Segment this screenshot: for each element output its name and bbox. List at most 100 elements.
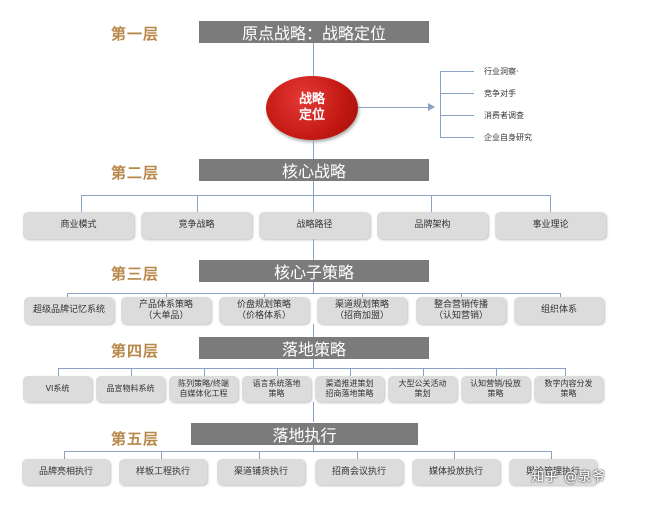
circle-line-1: 战略 — [298, 92, 325, 107]
layer-4-label: 第四层 — [111, 342, 160, 360]
execution-box: 品牌亮相执行 — [22, 459, 110, 485]
connector — [197, 195, 198, 212]
sub-strategy-box: 价盘规划策略 （价格体系） — [219, 297, 309, 324]
connector — [64, 451, 552, 452]
analysis-item: 行业洞察· — [484, 67, 519, 76]
connector — [461, 293, 462, 297]
connector — [313, 195, 314, 212]
connector — [166, 293, 167, 297]
landing-strategy-box: 渠道推进策划 招商落地策略 — [315, 376, 384, 402]
connector — [277, 368, 278, 376]
box-line: （招商加盟） — [334, 310, 389, 321]
connector — [58, 368, 566, 369]
box-line: （认知营销） — [433, 310, 488, 321]
landing-strategy-box: 数字内容分发 策略 — [534, 376, 603, 402]
connector — [67, 293, 561, 294]
connector — [204, 368, 205, 376]
core-strategy-box: 商业模式 — [23, 212, 134, 239]
landing-strategy-box: VI系统 — [23, 376, 92, 402]
connector — [440, 93, 474, 94]
box-line: 策划 — [414, 389, 431, 398]
connector — [313, 445, 314, 451]
connector — [131, 368, 132, 376]
connector — [313, 239, 314, 260]
connector — [357, 451, 358, 459]
watermark: 知乎 @泉爷 — [531, 470, 607, 485]
box-line: 产品体系策略 — [138, 299, 193, 310]
connector — [358, 107, 430, 108]
layer-3-label: 第三层 — [111, 265, 160, 283]
core-strategy-box: 战略路径 — [259, 212, 370, 239]
box-line: 渠道推进策划 — [325, 379, 374, 388]
connector — [313, 43, 314, 76]
box-line: 策略 — [268, 389, 285, 398]
box-line: 陈列策略/终端 — [178, 379, 229, 388]
connector — [551, 451, 552, 459]
connector — [362, 293, 363, 297]
box-line: （大单品） — [143, 310, 189, 321]
connector — [313, 359, 314, 368]
analysis-item: 竞争对手 — [484, 89, 516, 98]
layer-4-title-bar: 落地策略 — [199, 337, 429, 359]
layer-2-label: 第二层 — [111, 164, 160, 182]
connector — [64, 451, 65, 459]
connector — [81, 195, 551, 196]
connector — [454, 451, 455, 459]
connector — [161, 451, 162, 459]
box-line: VI系统 — [45, 384, 70, 393]
box-line: 超级品牌记忆系统 — [32, 305, 105, 315]
execution-box: 样板工程执行 — [119, 459, 207, 485]
arrow-right-icon — [428, 103, 435, 111]
connector — [259, 451, 260, 459]
connector — [350, 368, 351, 376]
box-line: 策略 — [560, 389, 577, 398]
core-strategy-box: 品牌架构 — [377, 212, 488, 239]
box-line: 认知营销/投放 — [470, 379, 521, 388]
connector — [431, 195, 432, 212]
box-line: 策略 — [487, 389, 504, 398]
connector — [81, 195, 82, 212]
layer-3-title-bar: 核心子策略 — [199, 260, 429, 282]
layer-1-label: 第一层 — [111, 25, 160, 43]
connector — [565, 368, 566, 376]
sub-strategy-box: 整合营销传播 （认知营销） — [416, 297, 506, 324]
sub-strategy-box: 组织体系 — [514, 297, 604, 324]
execution-box: 招商会议执行 — [315, 459, 403, 485]
box-line: （价格体系） — [236, 310, 291, 321]
connector — [550, 195, 551, 212]
layer-2-title-bar: 核心战略 — [199, 159, 429, 181]
box-line: 语言系统落地 — [252, 379, 301, 388]
core-strategy-box: 竞争战略 — [141, 212, 252, 239]
landing-strategy-box: 品宣物料系统 — [96, 376, 165, 402]
analysis-item: 消费者调查 — [484, 111, 524, 120]
box-line: 品宣物料系统 — [106, 384, 155, 393]
box-line: 价盘规划策略 — [236, 299, 291, 310]
connector — [440, 137, 474, 138]
box-line: 整合营销传播 — [433, 299, 488, 310]
layer-5-label: 第五层 — [111, 430, 160, 448]
core-strategy-box: 事业理论 — [495, 212, 606, 239]
box-line: 大型公关活动 — [398, 379, 447, 388]
connector — [58, 368, 59, 376]
connector — [264, 293, 265, 297]
landing-strategy-box: 语言系统落地 策略 — [242, 376, 311, 402]
circle-line-2: 定位 — [298, 108, 325, 123]
box-line: 自媒体化工程 — [179, 389, 228, 398]
connector — [313, 140, 314, 159]
landing-strategy-box: 陈列策略/终端 自媒体化工程 — [169, 376, 238, 402]
connector — [313, 402, 314, 422]
box-line: 渠道规划策略 — [334, 299, 389, 310]
connector — [423, 368, 424, 376]
connector — [560, 293, 561, 297]
box-line: 组织体系 — [540, 305, 577, 315]
connector — [496, 368, 497, 376]
connector — [67, 293, 68, 297]
sub-strategy-box: 超级品牌记忆系统 — [24, 297, 114, 324]
execution-box: 舆论管理执行 — [509, 459, 597, 485]
execution-box: 媒体投放执行 — [412, 459, 500, 485]
sub-strategy-box: 渠道规划策略 （招商加盟） — [317, 297, 407, 324]
connector — [440, 115, 474, 116]
analysis-item: 企业自身研究 — [484, 133, 532, 142]
layer-5-title-bar: 落地执行 — [191, 423, 418, 445]
connector — [440, 71, 474, 72]
